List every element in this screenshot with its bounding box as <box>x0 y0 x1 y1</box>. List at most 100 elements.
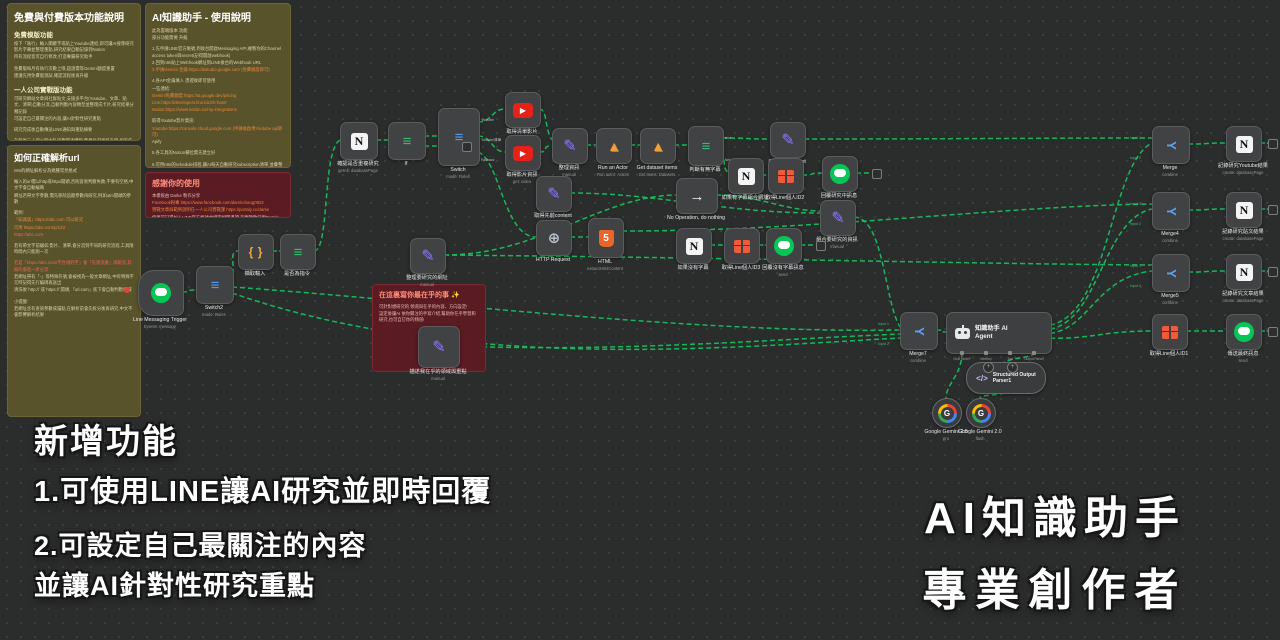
gemini-pro-node[interactable]: G <box>932 398 962 428</box>
connection-edge[interactable] <box>538 145 553 153</box>
gemini-flash-subtitle: flash <box>975 436 985 441</box>
switch-node[interactable]: ≡ <box>438 108 480 166</box>
connection-edge[interactable] <box>853 216 901 328</box>
notion-log-post-node[interactable]: N <box>1226 192 1262 228</box>
add-connection-circle[interactable]: + <box>983 362 994 373</box>
table-line-id3-node[interactable] <box>724 228 760 264</box>
merge7-port-1[interactable]: Input 1 <box>878 322 889 326</box>
connection-edge[interactable] <box>721 137 771 140</box>
if-node[interactable]: ≡ <box>388 122 426 160</box>
check-subtitle-node[interactable]: ≡ <box>688 126 724 166</box>
no-operation-node[interactable]: → <box>676 178 718 214</box>
apify-run-actor-node[interactable]: ▲ <box>596 128 632 164</box>
yt-video-subtitle: get: video <box>512 179 532 184</box>
merge4-port-1[interactable]: Input 1 <box>1130 202 1141 206</box>
add-connection-circle[interactable]: + <box>1007 362 1018 373</box>
output-endpoint[interactable] <box>1268 267 1278 277</box>
yt-playlist-node[interactable]: ▶ <box>505 92 541 128</box>
merge4-port-2[interactable]: Input 2 <box>1130 222 1141 226</box>
connection-edge[interactable] <box>1187 142 1227 145</box>
notion-icon: N <box>685 237 703 255</box>
connection-edge[interactable] <box>803 137 1153 140</box>
switch2-node[interactable]: ≡ <box>196 266 234 304</box>
get-prev-content-node[interactable]: ✎ <box>536 176 572 212</box>
connection-edge[interactable] <box>1041 208 1153 331</box>
table-line-id2-node[interactable] <box>768 158 804 194</box>
connection-edge[interactable] <box>313 139 341 252</box>
extract-input-node[interactable]: { } <box>238 234 274 270</box>
switch-port-3[interactable]: Fallback <box>481 158 495 162</box>
edit-research-url-node[interactable]: ✎ <box>410 238 446 274</box>
connection-edge[interactable] <box>1187 270 1227 273</box>
notion-no-subtitle-node[interactable]: N <box>676 228 712 264</box>
connection-edge[interactable] <box>443 254 1153 266</box>
connection-edge[interactable] <box>1041 270 1153 335</box>
note-free-paid-line: 升級後二十四小時內私訊我開通權限,舊用戶可折抵升級,如有任何問題歡迎到粉專私訊詢… <box>14 138 133 141</box>
agent-port-2[interactable] <box>984 351 988 355</box>
merge-port-2[interactable]: Input 2 <box>1130 156 1141 160</box>
edit-info-node[interactable]: ✎ <box>552 128 588 164</box>
connection-edge[interactable] <box>801 172 823 176</box>
output-endpoint[interactable] <box>462 142 472 152</box>
merge5-port-2[interactable]: Input 2 <box>1130 284 1141 288</box>
connection-edge[interactable] <box>231 286 901 332</box>
agent-port-3[interactable] <box>1008 351 1012 355</box>
is-command-node[interactable]: ≡ <box>280 234 316 270</box>
merge-port-1[interactable]: Input 1 <box>1130 136 1141 140</box>
output-endpoint[interactable] <box>1268 205 1278 215</box>
table-line-id1-node[interactable] <box>1152 314 1188 350</box>
connection-edge[interactable] <box>1187 208 1227 211</box>
html-extract-node[interactable]: 5 <box>588 218 624 258</box>
connection-edge[interactable] <box>945 351 963 399</box>
merge7-port-2[interactable]: Input 2 <box>878 342 889 346</box>
agent-port-1[interactable] <box>960 351 964 355</box>
merge4-node[interactable]: Y <box>1152 192 1190 230</box>
notion-has-subtitle-node[interactable]: N <box>728 158 764 194</box>
connection-edge[interactable] <box>477 108 506 123</box>
output-endpoint[interactable] <box>1268 327 1278 337</box>
describe-topics-node[interactable]: ✎ <box>418 326 460 368</box>
connection-edge[interactable] <box>443 194 677 256</box>
connection-edge[interactable] <box>181 289 197 293</box>
merge-node[interactable]: Y <box>1152 126 1190 164</box>
line-messaging-trigger-node[interactable] <box>138 270 184 316</box>
line-send-final-node[interactable] <box>1226 314 1262 350</box>
connection-edge[interactable] <box>935 329 947 333</box>
gemini-flash-node[interactable]: G <box>966 398 996 428</box>
output-endpoint[interactable] <box>872 169 882 179</box>
drop-prev-content-node[interactable]: ✎ <box>770 122 806 158</box>
notion-log-youtube-node[interactable]: N <box>1226 126 1262 162</box>
output-endpoint[interactable] <box>1268 139 1278 149</box>
agent-port-4[interactable] <box>1032 351 1036 355</box>
connection-edge[interactable] <box>477 135 506 153</box>
output-endpoint[interactable] <box>816 241 826 251</box>
note-instruction-title: 在這裏寫你最在乎的事 ✨ <box>379 292 460 299</box>
notion-check-dup-node[interactable]: N <box>340 122 378 160</box>
connection-edge[interactable] <box>231 292 901 351</box>
html-extract-label: HTML <box>597 259 613 265</box>
connection-edge[interactable] <box>1041 142 1153 327</box>
merge5-node[interactable]: Y <box>1152 254 1190 292</box>
merge7-node[interactable]: Y <box>900 312 938 350</box>
notion-icon: N <box>737 167 755 185</box>
edit-combine-info-node[interactable]: ✎ <box>820 200 856 236</box>
line-reply-nosub-node[interactable] <box>766 228 802 264</box>
note-free-paid[interactable]: 免費與付費版本功能說明免費模版功能按下「執行」輸入關鍵字或貼上Youtube連結… <box>7 3 141 141</box>
connection-edge[interactable] <box>477 151 537 238</box>
switch-port-2[interactable]: Youtube清單 <box>481 138 502 142</box>
switch-port-1[interactable]: Youtube <box>481 118 495 122</box>
connection-edge[interactable] <box>457 333 901 349</box>
check-subtitle-port-1[interactable]: true <box>725 136 732 140</box>
line-reply-working-node[interactable] <box>822 156 858 192</box>
yt-video-node[interactable]: ▶ <box>505 135 541 171</box>
apify-get-items-node[interactable]: ▲ <box>640 128 676 164</box>
http-request-node[interactable]: ⊕ <box>536 220 572 256</box>
notion-log-article-node[interactable]: N <box>1226 254 1262 290</box>
merge5-port-1[interactable]: Input 1 <box>1130 264 1141 268</box>
